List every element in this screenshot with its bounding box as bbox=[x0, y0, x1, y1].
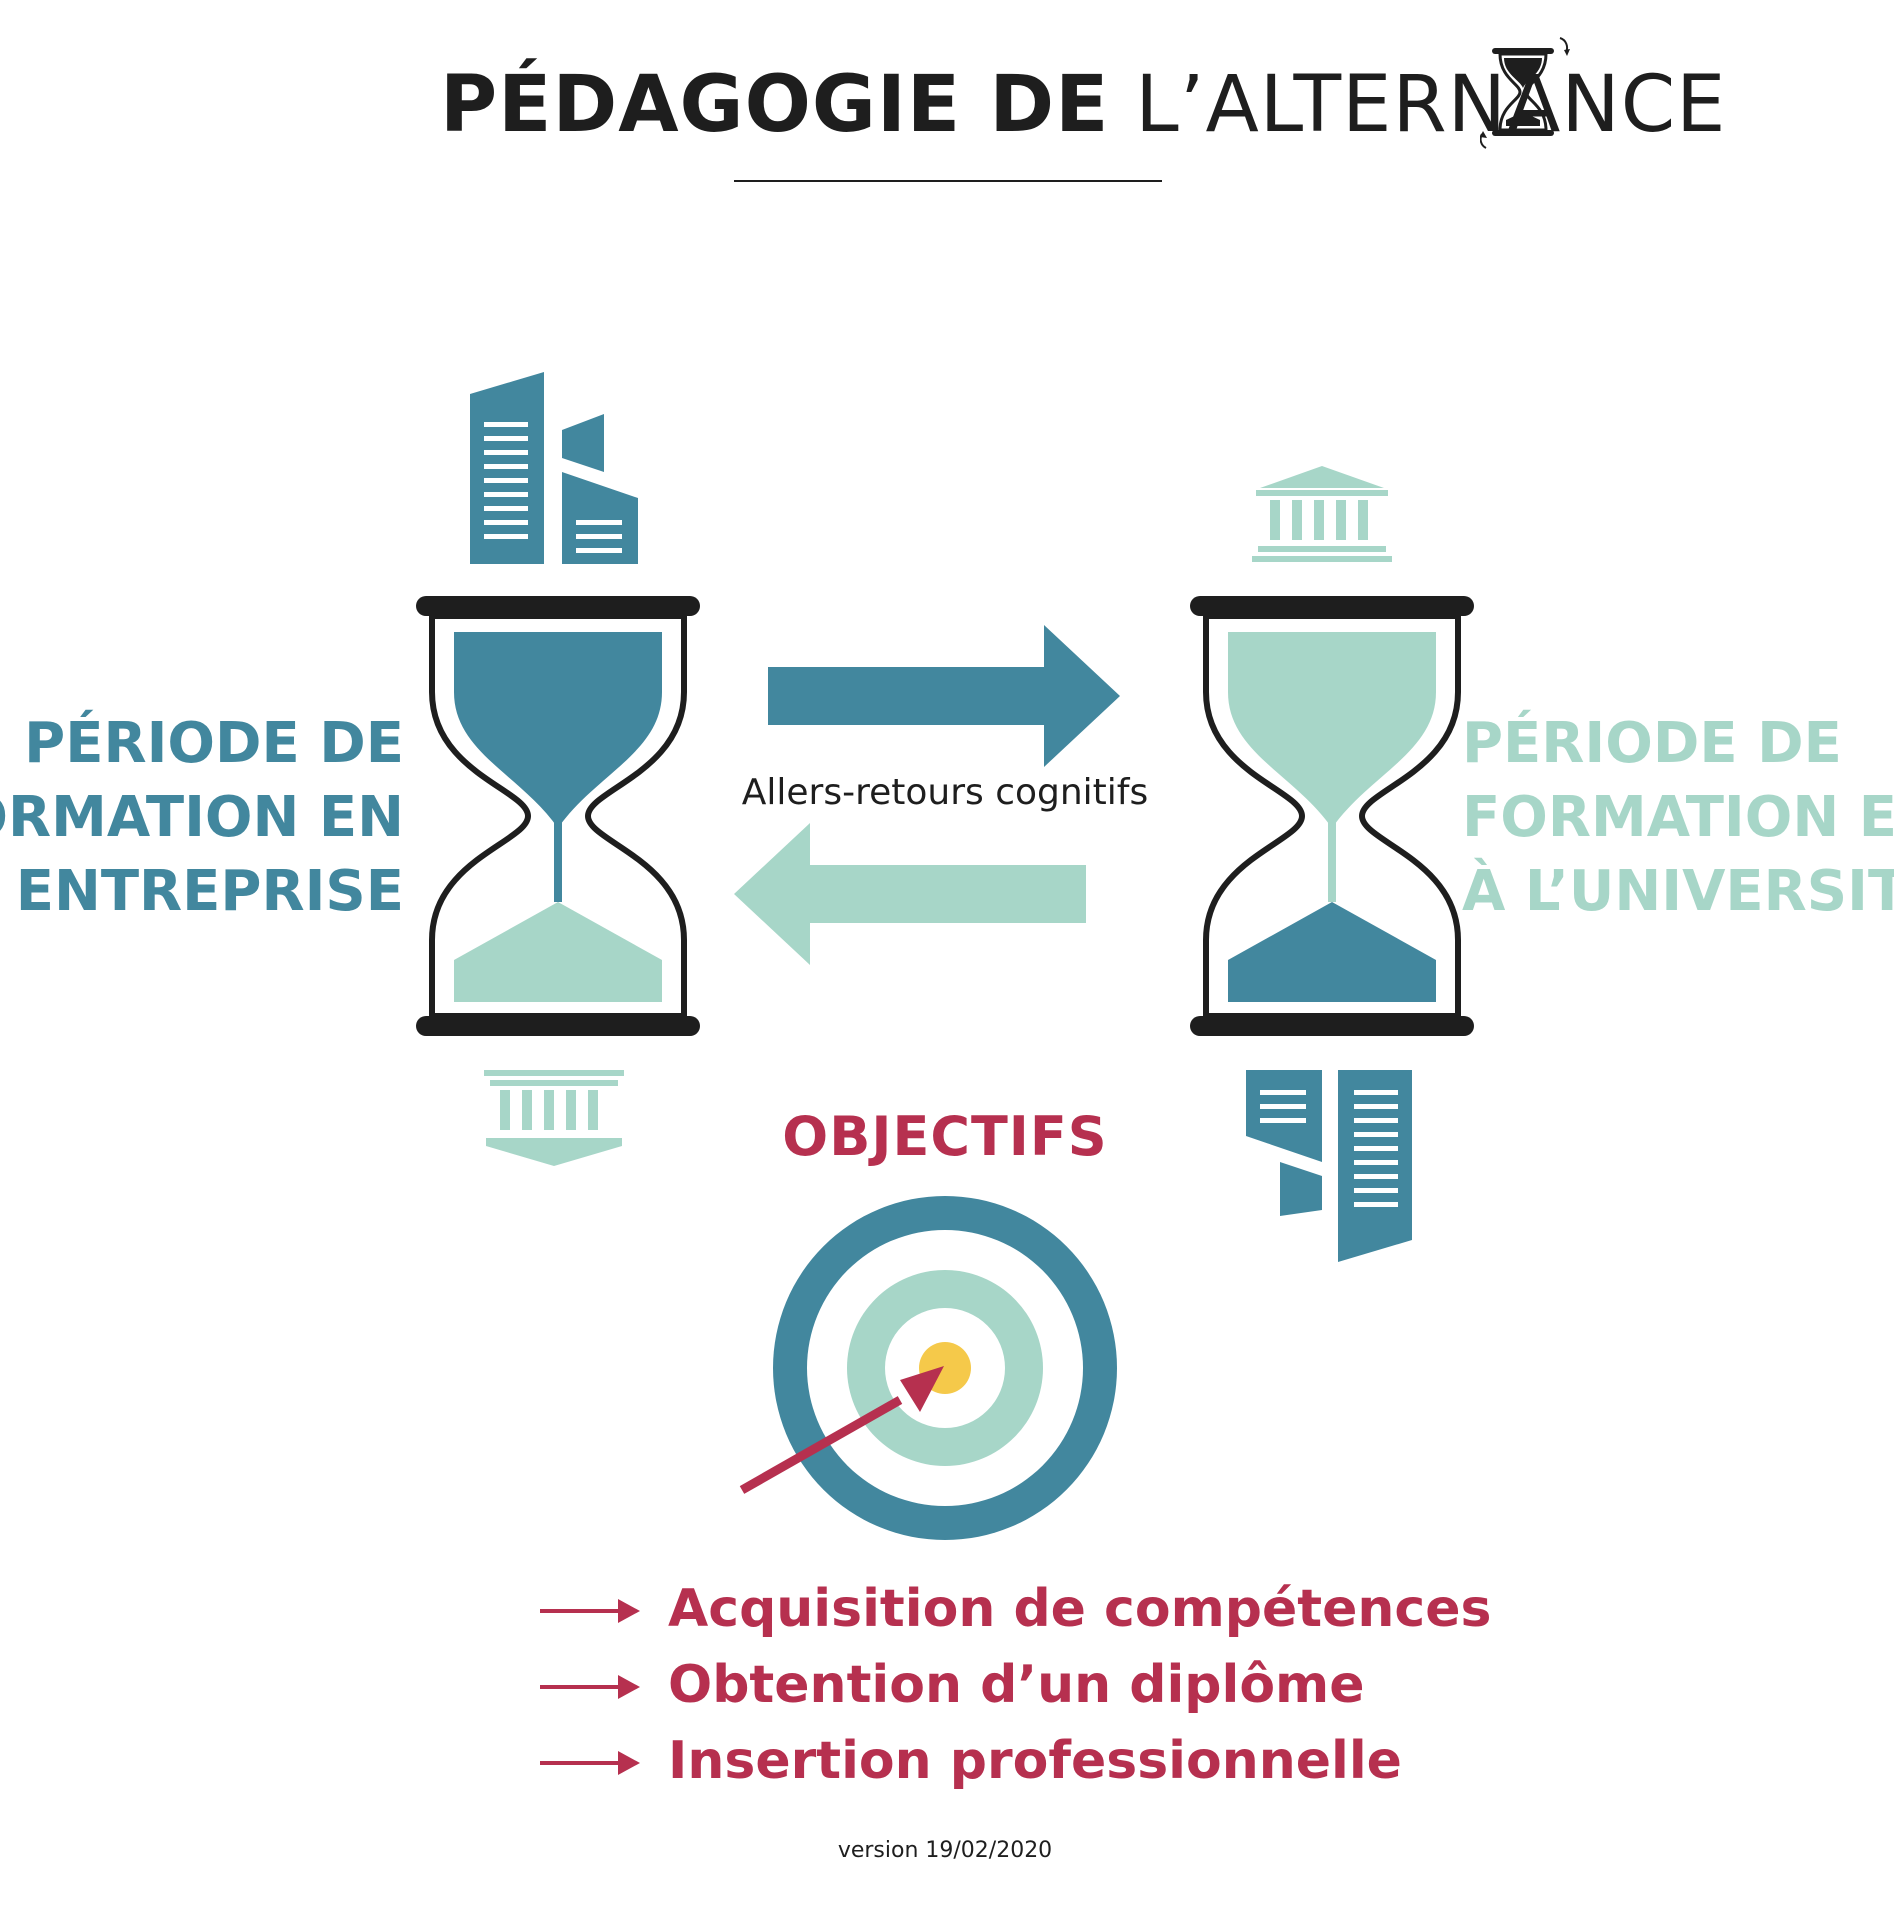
period-universite-line: À L’UNIVERSITÉ bbox=[1462, 859, 1894, 924]
back-arrow bbox=[734, 823, 1086, 965]
period-entreprise-line: PÉRIODE DE bbox=[24, 711, 404, 776]
period-entreprise-line: FORMATION EN bbox=[0, 785, 404, 850]
arrow-right-icon bbox=[540, 1751, 640, 1775]
arrow-right-icon bbox=[540, 1599, 640, 1623]
title-light: L’ALTERNANCE bbox=[1135, 60, 1727, 150]
period-entreprise-line: ENTREPRISE bbox=[15, 859, 404, 924]
title-divider bbox=[734, 180, 1162, 182]
objective-text: Acquisition de compétences bbox=[668, 1579, 1492, 1639]
period-entreprise-label: PÉRIODE DE FORMATION EN ENTREPRISE bbox=[0, 707, 404, 929]
target-icon bbox=[739, 1196, 1117, 1540]
version-label: version 19/02/2020 bbox=[837, 1838, 1053, 1863]
office-buildings-icon bbox=[470, 372, 638, 564]
title-bold: PÉDAGOGIE DE bbox=[440, 60, 1110, 150]
hourglass-rotate-icon bbox=[1480, 37, 1570, 149]
forward-arrow bbox=[768, 625, 1120, 767]
arrow-right-icon bbox=[540, 1675, 640, 1699]
period-universite-label: PÉRIODE DE FORMATION EN À L’UNIVERSITÉ bbox=[1462, 707, 1894, 929]
hourglass-universite bbox=[1190, 596, 1474, 1036]
period-universite-line: FORMATION EN bbox=[1462, 785, 1894, 850]
office-buildings-icon bbox=[1246, 1070, 1412, 1262]
hourglass-entreprise bbox=[416, 596, 700, 1036]
university-building-icon bbox=[1252, 466, 1392, 562]
objectives-title: OBJECTIFS bbox=[782, 1105, 1108, 1168]
page-title: PÉDAGOGIE DE L’ALTERNANCE bbox=[440, 50, 1725, 160]
objective-text: Obtention d’un diplôme bbox=[668, 1655, 1365, 1715]
university-building-icon bbox=[484, 1070, 624, 1166]
objective-text: Insertion professionnelle bbox=[668, 1731, 1402, 1791]
exchange-caption: Allers-retours cognitifs bbox=[741, 772, 1149, 813]
period-universite-line: PÉRIODE DE bbox=[1462, 711, 1842, 776]
